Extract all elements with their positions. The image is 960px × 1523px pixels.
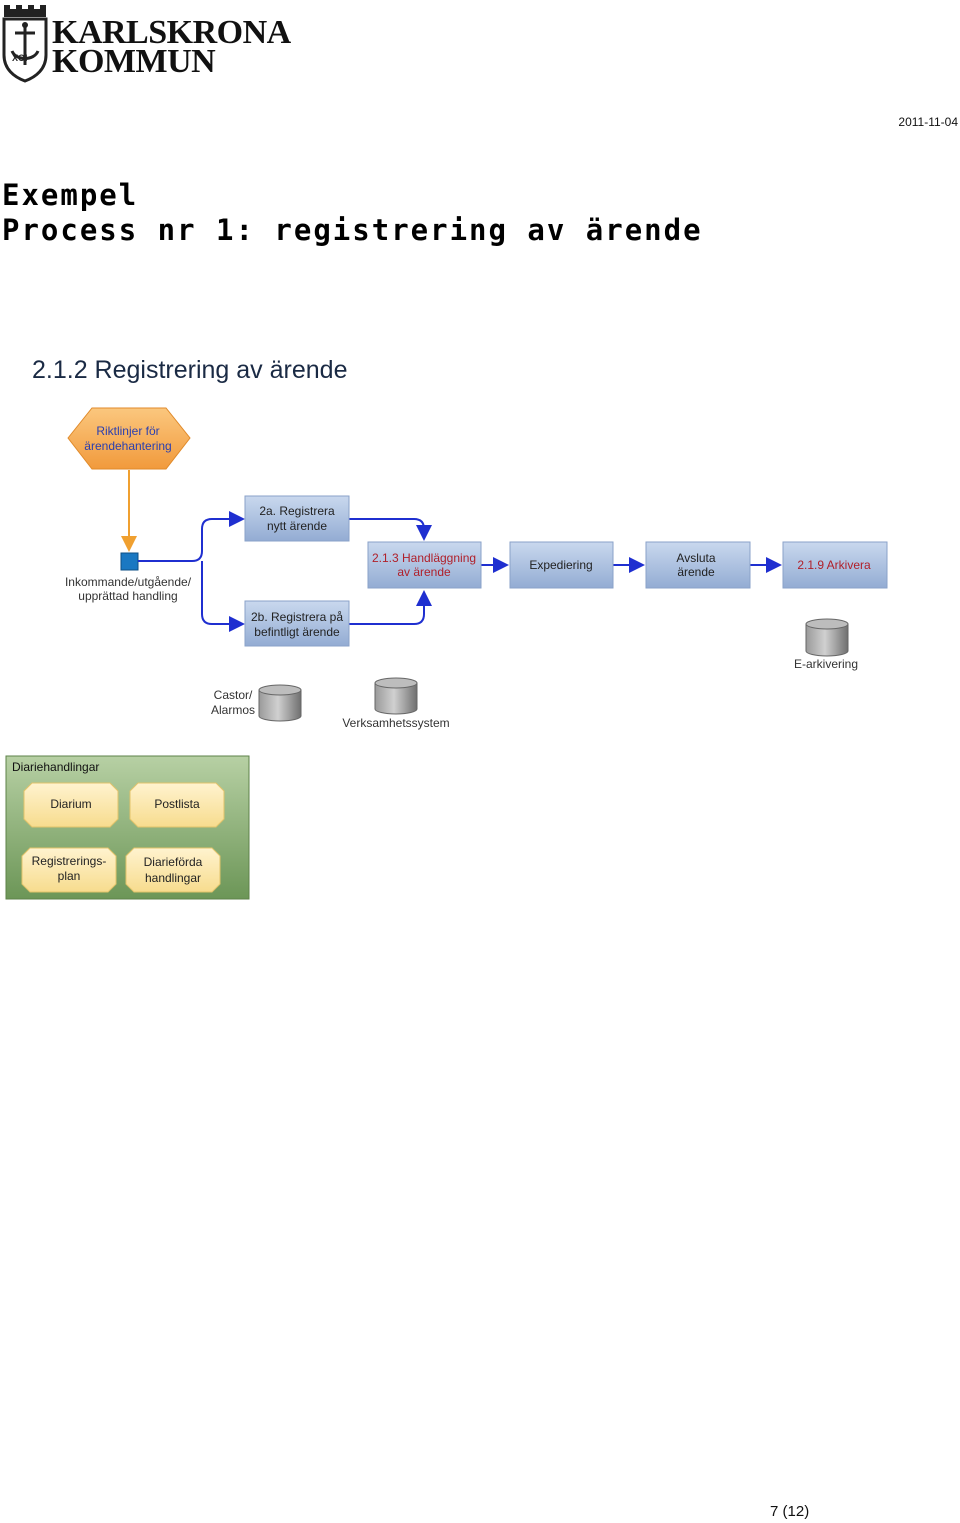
logo-line-2: KOMMUN — [52, 43, 216, 80]
business-system-label: Verksamhetssystem — [342, 716, 449, 730]
castor-label-line-2: Alarmos — [211, 703, 255, 717]
step-2a-label-line-1: 2a. Registrera — [259, 504, 335, 518]
step-2-1-9-label: 2.1.9 Arkivera — [797, 558, 871, 572]
page-number: 7 (12) — [770, 1503, 810, 1520]
step-avsluta-label-line-2: ärende — [677, 565, 715, 579]
diary-documents-group: Diariehandlingar Diarium Postlista Regis… — [5, 755, 250, 900]
step-2-1-3-box: 2.1.3 Handläggning av ärende — [367, 541, 482, 589]
step-avsluta-box: Avsluta ärende — [645, 541, 751, 589]
guidelines-hexagon: Riktlinjer för ärendehantering — [67, 407, 191, 470]
step-2b-box: 2b. Registrera på befintligt ärende — [244, 600, 350, 647]
diary-group-title: Diariehandlingar — [12, 760, 99, 774]
e-archive-database-icon — [805, 618, 849, 657]
guidelines-label-line-2: ärendehantering — [84, 439, 171, 453]
start-label-line-2: upprättad handling — [78, 589, 177, 603]
step-2-1-9-box: 2.1.9 Arkivera — [782, 541, 888, 589]
diarium-label: Diarium — [50, 797, 91, 811]
registreringsplan-item — [21, 847, 117, 893]
diarium-item — [23, 782, 119, 828]
e-archive-label: E-arkivering — [794, 657, 858, 671]
step-expediering-box: Expediering — [509, 541, 614, 589]
document-date: 2011-11-04 — [898, 115, 958, 129]
step-avsluta-label-line-1: Avsluta — [676, 551, 715, 565]
registreringsplan-label-line-1: Registrerings- — [32, 854, 107, 868]
diareforda-label-line-2: handlingar — [145, 871, 201, 885]
step-2a-box: 2a. Registrera nytt ärende — [244, 495, 350, 542]
castor-label-line-1: Castor/ — [214, 688, 253, 702]
page-title-line-1: Exempel — [2, 178, 139, 212]
flow-connectors — [138, 511, 782, 632]
business-system-database-icon — [374, 677, 418, 715]
diareforda-label-line-1: Diarieförda — [144, 855, 203, 869]
step-2b-label-line-1: 2b. Registrera på — [251, 610, 343, 624]
page-title-line-2: Process nr 1: registrering av ärende — [2, 213, 703, 247]
process-diagram: 2.1.2 Registrering av ärende Riktlinjer … — [5, 356, 888, 900]
guidelines-label-line-1: Riktlinjer för — [96, 424, 159, 438]
svg-text:XOI: XOI — [12, 53, 28, 63]
castor-database-icon — [258, 684, 302, 722]
postlista-label: Postlista — [154, 797, 200, 811]
coat-of-arms-logo: XOI — [2, 5, 48, 83]
step-expediering-label: Expediering — [529, 558, 592, 572]
step-2-1-3-label-line-1: 2.1.3 Handläggning — [372, 551, 476, 565]
step-2a-label-line-2: nytt ärende — [267, 519, 327, 533]
start-node — [120, 552, 139, 571]
start-label-line-1: Inkommande/utgående/ — [65, 575, 192, 589]
step-2-1-3-label-line-2: av ärende — [397, 565, 451, 579]
postlista-item — [129, 782, 225, 828]
registreringsplan-label-line-2: plan — [58, 869, 81, 883]
diagram-heading: 2.1.2 Registrering av ärende — [32, 356, 347, 384]
municipality-logo-text: KARLSKRONA KOMMUN — [52, 14, 291, 80]
logo-line-1: KARLSKRONA — [52, 14, 291, 51]
step-2b-label-line-2: befintligt ärende — [254, 625, 340, 639]
diareforda-item — [125, 847, 221, 893]
